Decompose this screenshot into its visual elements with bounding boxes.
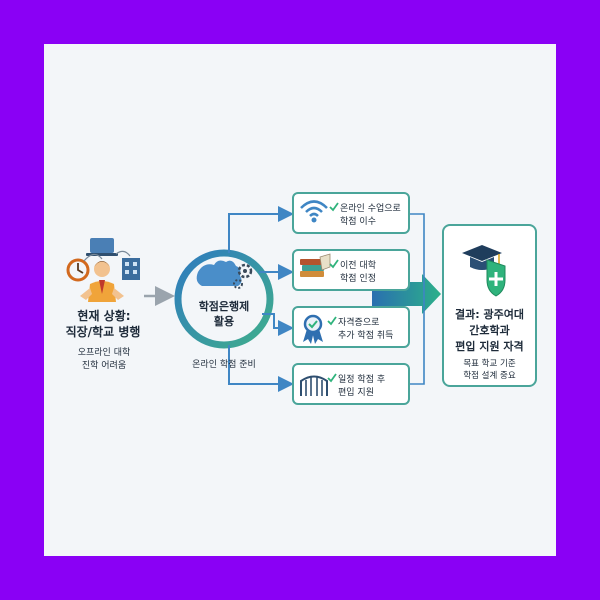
result-title-line1: 결과: 광주여대 <box>455 308 524 321</box>
center-caption: 온라인 학점 준비 <box>192 360 256 370</box>
option-admission-line2: 편입 지원 <box>338 388 374 398</box>
center-ring <box>174 249 274 349</box>
branch-connectors <box>228 206 294 392</box>
merge-connectors <box>409 213 425 385</box>
situation-sub-line1: 오프라인 대학 <box>77 348 131 358</box>
option-transfer-line1: 이전 대학 <box>340 261 376 271</box>
situation-sub-line2: 진학 어려움 <box>81 361 127 371</box>
result-title-line2: 간호학과 <box>469 324 510 337</box>
option-certificate-line2: 추가 학점 취득 <box>338 331 394 341</box>
diagram-canvas: 현재 상황: 직장/학교 병행 오프라인 대학 진학 어려움 학점은행제 활용 … <box>44 44 556 556</box>
option-online-line1: 온라인 수업으로 <box>340 204 401 214</box>
result-title-line3: 편입 지원 자격 <box>455 340 524 353</box>
option-certificate-line1: 자격증으로 <box>338 318 380 328</box>
center-title-line2: 활용 <box>213 315 235 328</box>
option-online-line2: 학점 이수 <box>340 217 376 227</box>
brain-icon <box>196 260 242 286</box>
gear-icon <box>233 263 253 289</box>
option-admission-line1: 일정 학점 후 <box>338 375 386 385</box>
situation-title-line2: 직장/학교 병행 <box>65 325 141 339</box>
option-transfer-line2: 학점 인정 <box>340 274 376 284</box>
result-sub-line1: 목표 학교 기준 <box>463 359 516 369</box>
situation-title-line1: 현재 상황: <box>77 309 131 323</box>
person-work-school-icon <box>66 238 140 302</box>
result-sub-line2: 학점 설계 중요 <box>463 371 516 381</box>
center-title-line1: 학점은행제 <box>198 300 250 313</box>
